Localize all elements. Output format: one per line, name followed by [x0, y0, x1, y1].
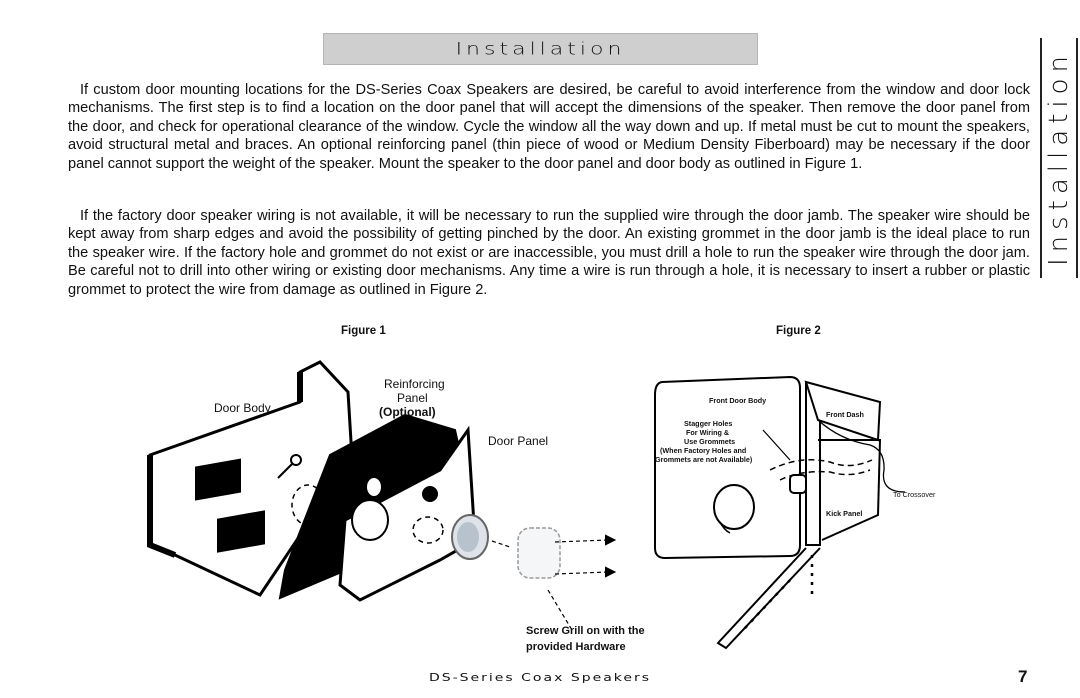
- footer-product-name: DS-Series Coax Speakers: [428, 672, 652, 684]
- label-stagger-2: For Wiring &: [686, 428, 730, 437]
- front-door-body-shape: [654, 375, 801, 560]
- label-stagger-3: Use Grommets: [684, 437, 736, 446]
- figure-2-drawing: [654, 375, 906, 650]
- label-screw-grill-2: provided Hardware: [526, 641, 626, 653]
- label-reinforcing: Reinforcing: [384, 377, 445, 391]
- side-section-tab: Installation: [1040, 38, 1078, 278]
- page-number: 7: [1018, 667, 1028, 686]
- label-door-body: Door Body: [214, 401, 271, 415]
- section-title: Installation: [455, 39, 626, 59]
- paragraph-wiring: If the factory door speaker wiring is no…: [68, 208, 1030, 298]
- label-stagger-5: Grommets are not Available): [655, 455, 753, 464]
- label-stagger-1: Stagger Holes: [684, 419, 733, 428]
- label-front-door-body: Front Door Body: [709, 396, 767, 405]
- label-kick-panel: Kick Panel: [826, 509, 863, 518]
- label-screw-grill-1: Screw Grill on with the: [526, 625, 645, 637]
- label-optional: (Optional): [379, 405, 436, 419]
- section-title-banner: Installation: [323, 33, 758, 65]
- label-stagger-4: (When Factory Holes and: [660, 446, 747, 455]
- figure-1-caption: Figure 1: [341, 325, 386, 337]
- figure-1-drawing: [147, 360, 617, 631]
- label-to-crossover: To Crossover: [893, 490, 936, 499]
- paragraph-mounting: If custom door mounting locations for th…: [68, 82, 1030, 172]
- label-panel: Panel: [397, 391, 428, 405]
- figure-2-caption: Figure 2: [776, 325, 821, 337]
- label-door-panel: Door Panel: [488, 434, 549, 448]
- label-front-dash: Front Dash: [826, 410, 864, 419]
